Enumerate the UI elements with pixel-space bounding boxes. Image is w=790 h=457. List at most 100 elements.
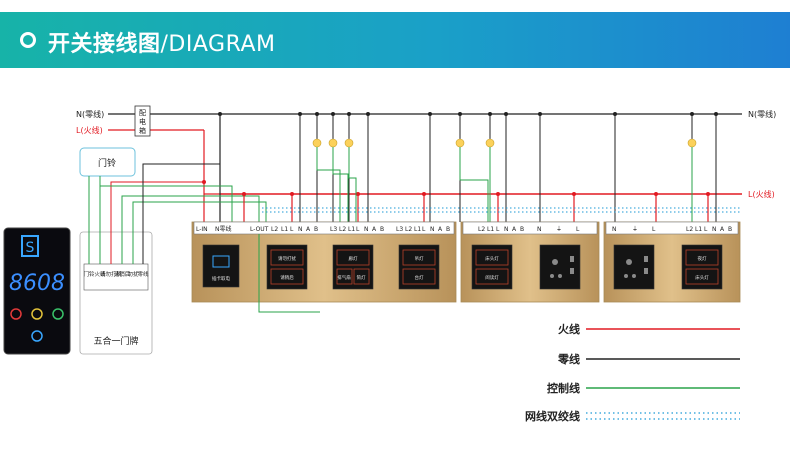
terminal-label: B [520,226,524,233]
switch-key [685,268,719,285]
door-plate-terminal-box [79,231,153,355]
switch-plate [471,244,513,290]
clean-icon [52,308,64,320]
switch-plate [398,244,440,290]
control-wire [332,147,349,222]
doorbell-label: 门铃 [98,157,116,169]
bulb-icon [485,138,495,148]
socket-hole-icon [624,274,628,278]
terminal-label: N [537,226,542,233]
terminal-label: L [290,226,294,233]
switch-plate [266,244,308,290]
junction-dot [366,112,370,116]
terminal-label: L1 [414,226,421,233]
switch-key [685,249,719,266]
switch-key [402,249,436,266]
terminal-label: L-OUT [250,226,269,233]
terminal-label: L3 [396,226,403,233]
panel-label: 床头灯 [485,255,499,262]
terminal-label: ⏚ [632,226,638,233]
terminal-label: L2 [405,226,412,233]
junction-dot [613,112,617,116]
terminal-label: B [380,226,384,233]
terminal-label: L [576,226,580,233]
terminal-label: N [364,226,369,233]
distribution-box [134,105,151,137]
junction-dot [714,112,718,116]
card-switch-plate [202,244,240,288]
page-title: 开关接线图/DIAGRAM [48,32,276,57]
header-banner: 开关接线图/DIAGRAM [0,12,790,68]
distribution-box-char: 配 [139,109,146,117]
terminal-label: A [306,226,311,233]
socket-plate [539,244,581,290]
card-slot-icon [212,255,230,268]
terminal-strip [462,221,598,235]
socket-hole-icon [632,274,636,278]
neutral-left-label: N(零线) [76,109,104,119]
terminal-label: L-IN [196,226,208,233]
panel-label: 台灯 [415,274,424,281]
junction-dot [347,112,351,116]
legend-control-label: 控制线 [547,381,580,395]
terminal-label: L2 [686,226,693,233]
door-plate-label: 五合一门牌 [93,335,138,347]
usb-port-icon [644,256,648,262]
switch-key [402,268,436,285]
door-plate-logo-text: S [26,240,35,256]
terminal-label: B [446,226,450,233]
panel-label: 筒灯 [357,274,366,281]
panel-label: 廊灯 [349,255,358,262]
usb-port-icon [570,256,574,262]
panel-label: 插卡取电 [212,275,230,282]
panel-label: 排气扇 [337,274,351,281]
terminal-label: L [652,226,656,233]
terminal-label: L2 [339,226,346,233]
legend-neutral-label: 零线 [557,352,580,366]
switch-key [475,268,509,285]
junction-dot [690,112,694,116]
junction-dot [538,112,542,116]
dnd-icon [10,308,22,320]
neutral-wire [142,163,220,264]
switch-plate [332,244,374,290]
usb-port-icon [570,268,574,274]
terminal-label: L [704,226,708,233]
terminal-label: L1 [348,226,355,233]
terminal-label: N [612,226,617,233]
junction-dot [496,192,500,196]
terminal-label: L [356,226,360,233]
socket-plate [613,244,655,290]
terminal-strip [193,221,455,235]
control-wire [258,234,320,313]
bulb-icon [455,138,465,148]
terminal-strip [605,221,739,235]
door-plate-device [3,227,71,355]
socket-hole-icon [552,259,558,265]
terminal-label: 请稍后 [114,270,131,278]
live-right-label: L(火线) [748,189,775,199]
terminal-label: 门铃 [83,270,95,278]
terminal-label: 火线 [94,270,106,278]
panel-label: 床头灯 [695,274,709,281]
door-plate-terminals [83,263,149,291]
switch-key [336,249,370,266]
junction-dot [315,112,319,116]
terminal-label: N [504,226,509,233]
terminal-label: N [712,226,717,233]
control-wire [99,176,233,222]
terminal-label: B [728,226,732,233]
terminal-label: L3 [330,226,337,233]
terminal-label: L [422,226,426,233]
terminal-label: A [512,226,517,233]
junction-dot [654,192,658,196]
control-wire [316,147,341,222]
distribution-box-char: 箱 [139,126,146,135]
junction-dot [218,112,222,116]
socket-hole-icon [558,274,562,278]
neutral-right-label: N(零线) [748,109,776,119]
control-wire [459,147,489,222]
usb-port-icon [644,268,648,274]
junction-dot [298,112,302,116]
junction-dot [331,112,335,116]
